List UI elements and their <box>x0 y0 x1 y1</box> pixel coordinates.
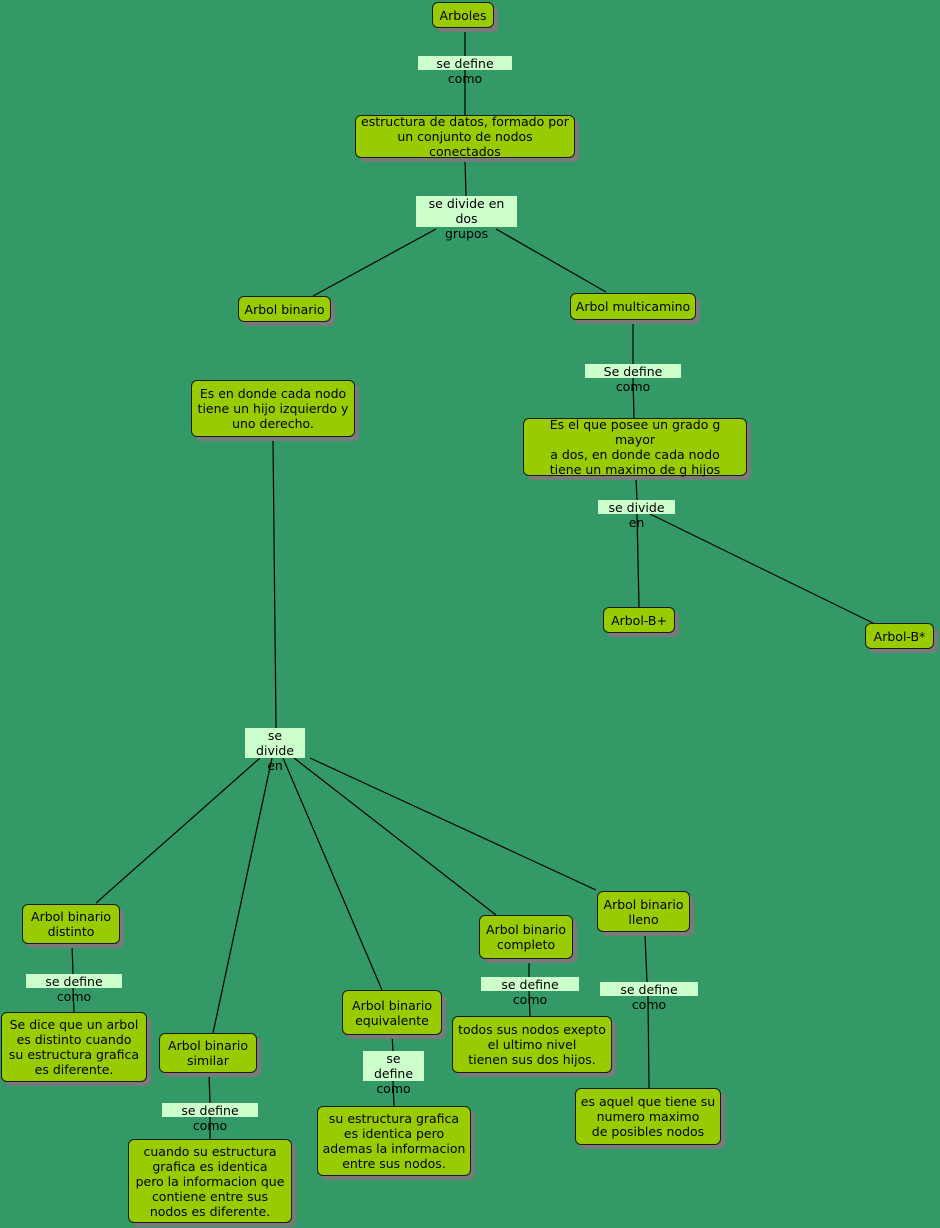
node-arbol-b-plus[interactable]: Arbol-B+ <box>603 607 675 633</box>
edge <box>282 757 383 991</box>
link-label: se define como <box>363 1051 424 1096</box>
edge <box>72 987 75 1013</box>
link-label: Se define como <box>585 364 681 394</box>
node-arbol-binario[interactable]: Arbol binario <box>238 296 331 322</box>
link-label: se define como <box>26 974 122 1004</box>
node-estructura[interactable]: estructura de datos, formado por un conj… <box>355 114 575 159</box>
node-equivalente-definicion[interactable]: su estructura grafica es identica pero a… <box>317 1106 471 1176</box>
link-label: se divide en dos grupos <box>416 196 517 241</box>
link-label: se divide en <box>598 500 675 530</box>
node-arbol-binario-equivalente[interactable]: Arbol binario equivalente <box>342 990 442 1035</box>
node-distinto-definicion[interactable]: Se dice que un arbol es distinto cuando … <box>1 1012 147 1082</box>
edge <box>391 1034 394 1052</box>
edge <box>309 757 597 891</box>
node-completo-definicion[interactable]: todos sus nodos exepto el ultimo nivel t… <box>452 1016 612 1073</box>
edge <box>647 995 650 1089</box>
edge <box>95 757 261 904</box>
edge <box>312 228 437 297</box>
edge <box>636 513 640 608</box>
node-lleno-definicion[interactable]: es aquel que tiene su numero maximo de p… <box>575 1088 721 1145</box>
node-binario-definicion[interactable]: Es en donde cada nodo tiene un hijo izqu… <box>191 380 355 437</box>
edge <box>632 377 635 419</box>
edge <box>635 477 638 501</box>
edge <box>528 990 531 1017</box>
edge <box>212 757 273 1034</box>
edge <box>644 934 648 983</box>
node-arboles[interactable]: Arboles <box>432 2 494 28</box>
edge <box>272 439 277 729</box>
edge <box>208 1072 211 1104</box>
node-arbol-binario-lleno[interactable]: Arbol binario lleno <box>597 891 690 932</box>
edge <box>392 1080 395 1107</box>
node-arbol-multicamino[interactable]: Arbol multicamino <box>570 293 696 320</box>
node-similar-definicion[interactable]: cuando su estructura grafica es identica… <box>128 1139 292 1223</box>
link-label: se define como <box>162 1103 258 1133</box>
link-label: se divide en <box>245 728 305 773</box>
link-label: se define como <box>481 977 579 1007</box>
edge <box>293 757 497 916</box>
edge <box>464 159 467 197</box>
link-label: se define como <box>418 56 512 86</box>
link-label: se define como <box>600 982 698 1012</box>
edge <box>649 513 874 624</box>
edge <box>71 944 74 975</box>
node-arbol-binario-completo[interactable]: Arbol binario completo <box>479 915 573 959</box>
node-arbol-b-star[interactable]: Arbol-B* <box>865 623 934 649</box>
node-multicamino-definicion[interactable]: Es el que posee un grado g mayor a dos, … <box>523 417 747 477</box>
node-arbol-binario-similar[interactable]: Arbol binario similar <box>159 1033 257 1073</box>
node-arbol-binario-distinto[interactable]: Arbol binario distinto <box>22 904 120 944</box>
edge <box>495 228 607 293</box>
